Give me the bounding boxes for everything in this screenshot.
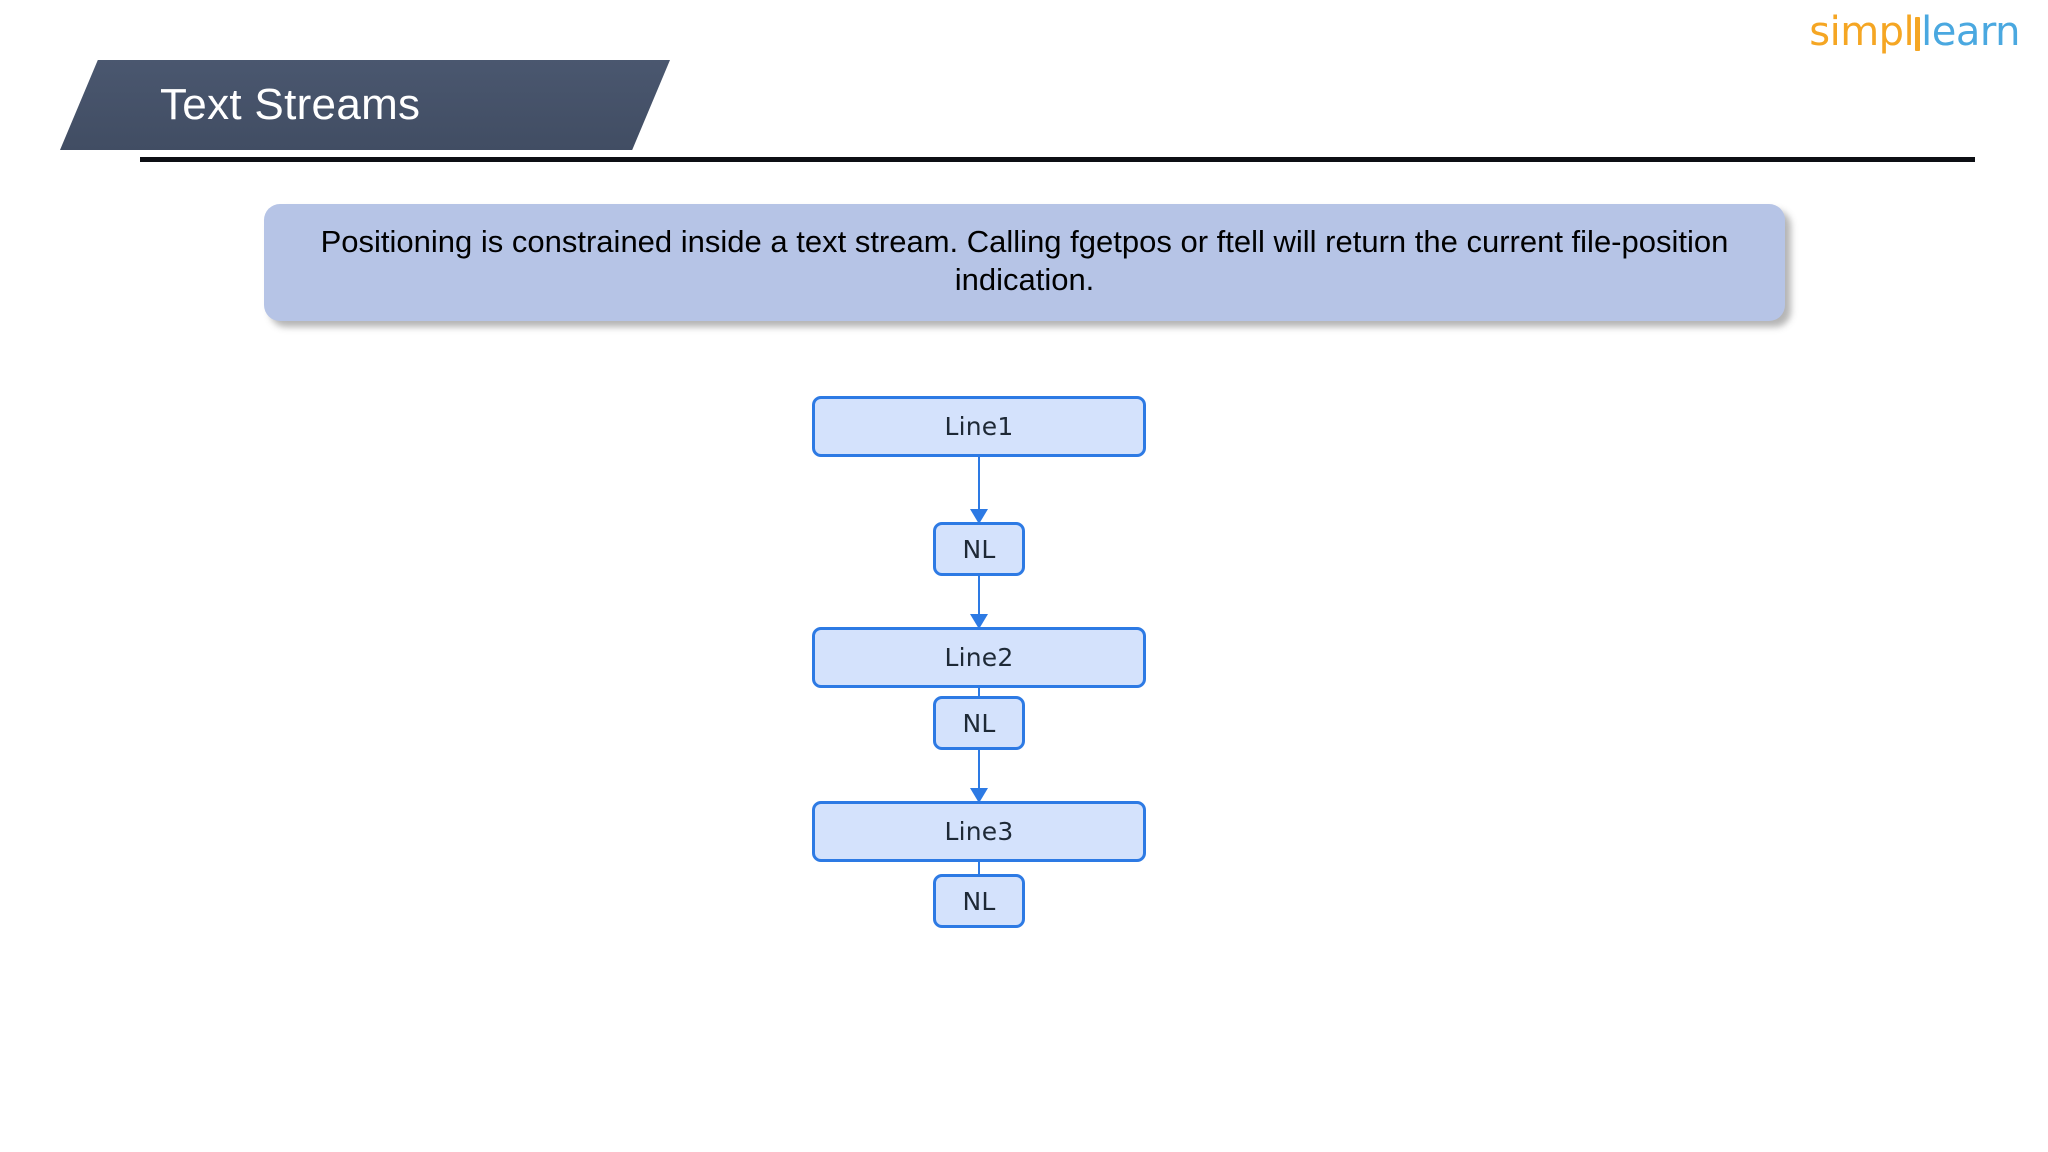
flow-node-nl1-label: NL: [962, 534, 996, 564]
callout-text: Positioning is constrained inside a text…: [320, 223, 1729, 297]
flow-node-nl3: NL: [933, 874, 1025, 928]
flow-node-line1-label: Line1: [944, 412, 1014, 441]
slide-title-banner: Text Streams: [60, 60, 672, 156]
text-stream-flow-diagram: Line1 NL Line2 NL Line3 NL: [812, 396, 1146, 1036]
flow-node-nl2-label: NL: [962, 708, 996, 738]
flow-node-line2: Line2: [812, 627, 1146, 688]
flow-node-line1: Line1: [812, 396, 1146, 457]
banner-shape: [60, 60, 670, 150]
flow-arrow-line1-to-nl1: [978, 457, 980, 522]
callout-box: Positioning is constrained inside a text…: [264, 204, 1785, 321]
flow-node-nl2: NL: [933, 696, 1025, 750]
flow-node-line3-label: Line3: [944, 817, 1014, 846]
flow-arrow-nl2-to-line3: [978, 750, 980, 801]
vertical-bar-icon: [1915, 17, 1921, 51]
flow-arrow-nl1-to-line2: [978, 576, 980, 627]
flow-node-nl3-label: NL: [962, 886, 996, 916]
logo-text-learn: learn: [1921, 9, 2020, 55]
header-divider-rule: [140, 157, 1975, 162]
flow-node-line3: Line3: [812, 801, 1146, 862]
flow-node-nl1: NL: [933, 522, 1025, 576]
logo-text-simpl: simpl: [1809, 9, 1915, 55]
page-title: Text Streams: [160, 80, 421, 129]
flow-node-line2-label: Line2: [944, 643, 1014, 672]
